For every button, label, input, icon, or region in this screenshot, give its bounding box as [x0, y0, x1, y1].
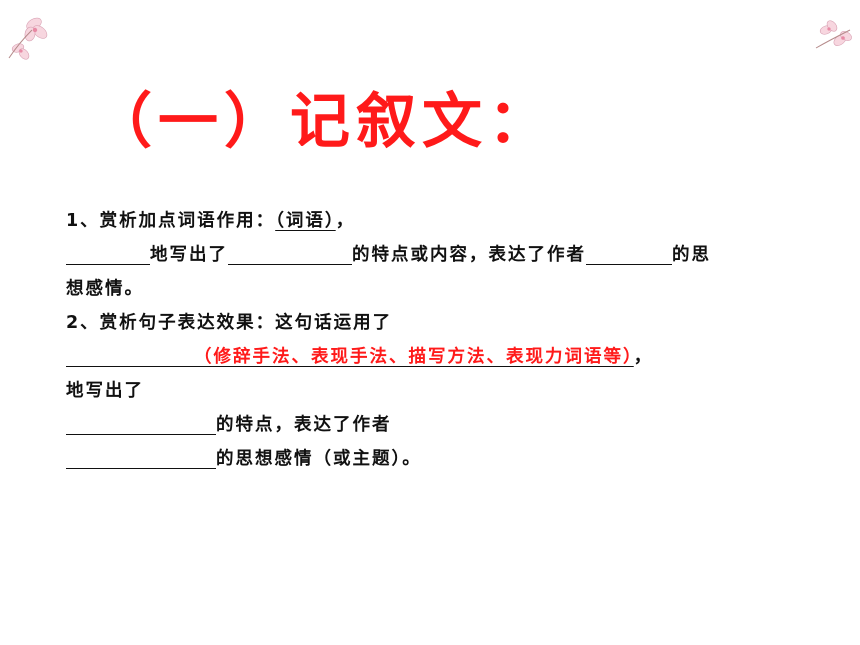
item2-line3: 地写出了 — [66, 381, 144, 401]
slide-title: （一）记叙文： — [92, 87, 554, 157]
item1-line2-a: 地写出了 — [150, 245, 228, 265]
item2-suffix: ， — [633, 347, 654, 367]
item2-line4-text: 的特点，表达了作者 — [216, 415, 392, 435]
item1-hint: （词语） — [275, 211, 336, 231]
fill-blank — [586, 242, 672, 265]
item1-line2-b: 的特点或内容，表达了作者 — [352, 245, 586, 265]
item1-line3: 想感情。 — [66, 279, 144, 299]
item2-line5-text: 的思想感情（或主题）。 — [216, 449, 422, 469]
fill-blank — [66, 446, 216, 469]
fill-blank — [66, 412, 216, 435]
item2-line2: （修辞手法、表现手法、描写方法、表现力词语等）， — [66, 340, 826, 374]
item2-hint: （修辞手法、表现手法、描写方法、表现力词语等） — [194, 347, 634, 367]
fill-blank — [228, 242, 352, 265]
fill-blank — [66, 242, 150, 265]
item2-line5: 的思想感情（或主题）。 — [66, 442, 826, 476]
fill-blank — [66, 344, 194, 367]
item1-line2: 地写出了 的特点或内容，表达了作者 的思 — [66, 238, 826, 272]
item2-line1: 2、赏析句子表达效果：这句话运用了 — [66, 313, 393, 333]
item1-prefix: 1、赏析加点词语作用： — [66, 211, 276, 231]
item1-suffix: ， — [335, 211, 356, 231]
content-body: 1、赏析加点词语作用：（词语）， 地写出了的特点或内容，表达了作者的思 想感情。… — [66, 204, 826, 476]
item1-line1: 1、赏析加点词语作用：（词语）， — [66, 204, 826, 238]
item1-line2-c: 的思 — [672, 245, 711, 265]
flower-decoration-icon — [815, 20, 852, 49]
flower-decoration-icon — [8, 17, 48, 60]
item2-line4: 的特点，表达了作者 — [66, 408, 826, 442]
